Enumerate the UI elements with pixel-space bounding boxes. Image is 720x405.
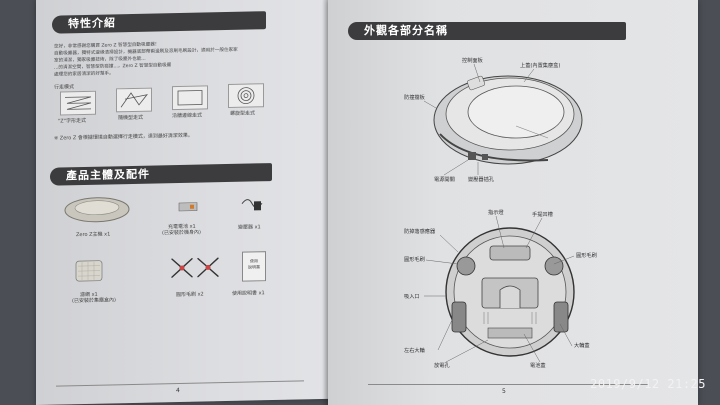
battery-icon [178, 202, 198, 212]
footer-rule [368, 384, 648, 385]
label-adapter-jack: 變壓器插孔 [468, 177, 494, 183]
page-number: 4 [176, 386, 180, 395]
package-item-label: 使用說明書 x1 [232, 290, 265, 297]
vacuum-bottom-view [445, 227, 575, 357]
vacuum-top-view [433, 75, 583, 165]
side-brush-icon [171, 257, 219, 278]
top-leader-lines [423, 63, 535, 176]
left-page: 特性介紹 您好，非常感謝您購買 Zero Z 智慧型自動吸塵器！ 自動吸塵器，獨… [36, 0, 328, 405]
footer-rule [56, 380, 304, 387]
label-power-switch: 電源開關 [434, 177, 455, 183]
spiral-path-icon [228, 83, 264, 108]
mode-caption: 螺旋型走式 [230, 110, 256, 117]
mode-caption: 沿牆邊線走式 [172, 112, 203, 120]
open-manual: 特性介紹 您好，非常感謝您購買 Zero Z 智慧型自動吸塵器！ 自動吸塵器，獨… [36, 0, 698, 405]
label-dropoff-sensor: 防掉落感應器 [404, 229, 436, 235]
label-control-panel: 控制面板 [462, 58, 483, 64]
label-bumper: 防撞擋板 [404, 95, 425, 101]
filter-icon [75, 260, 103, 282]
package-item-sublabel: (已安裝於集塵盒內) [72, 297, 116, 305]
photo-timestamp: 2019/9/12 21:25 [590, 377, 706, 391]
manual-booklet-icon: 使用 說明書 [242, 251, 266, 282]
robot-vacuum-icon [64, 197, 130, 223]
label-handle: 手提凹槽 [532, 212, 553, 218]
label-battery-cover: 大輪蓋 [574, 343, 590, 349]
features-body: 您好，非常感謝您購買 Zero Z 智慧型自動吸塵器！ 自動吸塵器，獨特式邊緣清… [54, 38, 304, 78]
label-charge-contacts: 電池蓋 [530, 363, 546, 369]
adapter-icon [241, 199, 263, 211]
label-top-cover: 上蓋(內置集塵盒) [520, 63, 561, 69]
parts-title: 外觀各部分名稱 [348, 22, 626, 40]
label-wheels: 左右大輪 [404, 348, 425, 354]
mode-caption: 隨機型走式 [118, 114, 144, 122]
wall-path-icon [172, 85, 208, 111]
package-title: 產品主體及配件 [50, 163, 272, 186]
label-brush-right: 圓形毛刷 [576, 253, 597, 259]
label-pointer: 指示燈 [488, 210, 504, 216]
mode-caption: "Z"字形走式 [58, 117, 87, 125]
label-suction-inlet: 吸入口 [404, 294, 420, 300]
label-brush-left: 圓形毛刷 [404, 257, 425, 263]
mode-note: ※ Zero Z 會根據環境自動選擇行走模式，達到最好清潔效果。 [54, 132, 193, 142]
page-number: 5 [502, 388, 506, 395]
bottom-leader-lines [424, 215, 575, 363]
random-path-icon [116, 87, 152, 113]
label-charging-hole: 放電孔 [434, 363, 450, 369]
features-title: 特性介紹 [52, 11, 266, 34]
package-item-label: Zero Z主機 x1 [76, 231, 111, 239]
package-item-sublabel: (已安裝於機身內) [162, 229, 201, 237]
package-item-label: 圓形毛刷 x2 [176, 291, 204, 299]
mode-label: 行走模式 [54, 84, 75, 91]
right-page: 外觀各部分名稱 控制面板 上蓋(內置集塵盒) 防撞擋板 電源開關 變壓器插孔 [328, 0, 698, 405]
package-item-label: 變壓器 x1 [238, 224, 261, 231]
z-path-icon [60, 90, 96, 116]
